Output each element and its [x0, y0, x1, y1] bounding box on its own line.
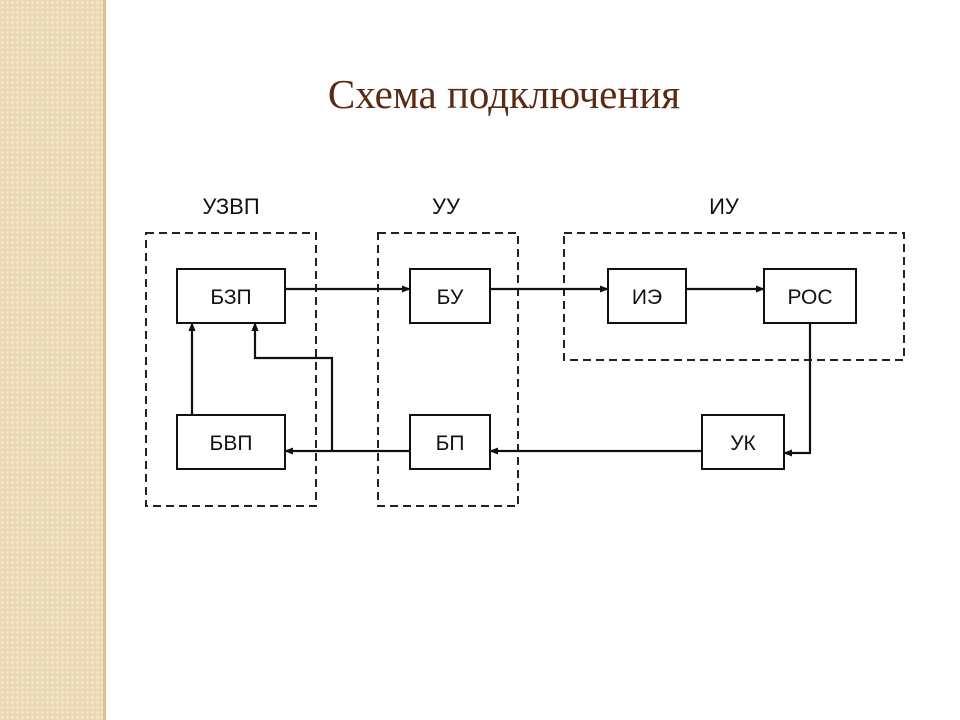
- block-ros: [763, 268, 857, 324]
- block-label-bzp: БЗП: [210, 286, 251, 309]
- block-label-bvp: БВП: [210, 432, 253, 455]
- block-label-ros: РОС: [787, 286, 832, 309]
- arrow-feedback-to-bzp: [251, 322, 334, 451]
- block-label-bu: БУ: [437, 286, 464, 309]
- group-label-uzvp: УЗВП: [202, 194, 259, 219]
- block-bzp: [176, 268, 286, 324]
- block-label-uk: УК: [730, 432, 756, 455]
- group-frame-iu: [563, 232, 905, 361]
- block-uk: [701, 414, 785, 470]
- group-label-iu: ИУ: [709, 194, 740, 219]
- block-bvp: [176, 414, 286, 470]
- group-label-uu: УУ: [432, 194, 461, 219]
- side-strip-border: [103, 0, 106, 720]
- group-frame-uu: [377, 232, 519, 507]
- block-bu: [409, 268, 491, 324]
- slide-title: Схема подключения: [327, 71, 681, 117]
- block-bp: [409, 414, 491, 470]
- block-ie: [607, 268, 687, 324]
- block-label-ie: ИЭ: [632, 286, 662, 309]
- decorative-side-strip: [0, 0, 103, 720]
- block-label-bp: БП: [436, 432, 465, 455]
- group-frame-uzvp: [145, 232, 317, 507]
- arrow-ros-to-uk: [783, 323, 812, 457]
